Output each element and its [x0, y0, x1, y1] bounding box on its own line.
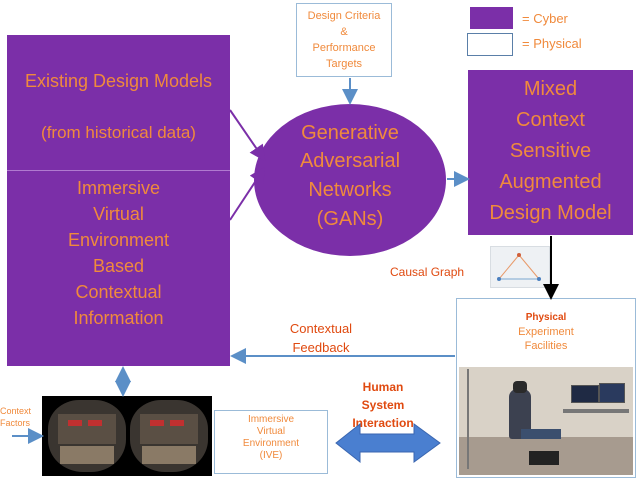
hsi-line2: System — [361, 398, 405, 412]
physical-line3: Facilities — [524, 340, 568, 352]
mixed-line3: Sensitive — [509, 140, 592, 162]
ive-context-line5: Contextual — [75, 282, 162, 302]
context-factors-label: Context Factors — [0, 405, 40, 429]
left-box-divider — [7, 170, 230, 171]
legend-physical-label: = Physical — [522, 36, 582, 51]
mixed-line1: Mixed — [523, 78, 578, 100]
contextual-feedback-line2: Feedback — [292, 340, 350, 355]
gan-line1: Generative — [301, 122, 399, 144]
ive-context-line4: Based — [92, 256, 145, 276]
ive-line4: (IVE) — [259, 450, 283, 461]
legend-physical-swatch — [467, 33, 513, 56]
monitor — [571, 385, 599, 403]
legend-cyber-label: = Cyber — [522, 11, 568, 26]
design-criteria-line1: Design Criteria — [307, 10, 381, 22]
desk — [563, 409, 629, 413]
ive-context-line6: Information — [73, 308, 164, 328]
mixed-line2: Context — [516, 109, 585, 131]
design-criteria-line4: Targets — [325, 58, 363, 70]
mixed-line5: Design Model — [489, 202, 612, 224]
design-criteria-line3: Performance — [312, 42, 376, 54]
gan-line2: Adversarial — [299, 150, 401, 172]
causal-graph-label: Causal Graph — [390, 265, 465, 279]
hsi-line1: Human — [362, 380, 404, 394]
ive-line3: Environment — [242, 438, 300, 449]
causal-graph-thumbnail — [490, 246, 550, 288]
iv-pole — [467, 369, 469, 469]
ive-context-line1: Immersive — [76, 178, 160, 198]
ive-context-line2: Virtual — [93, 204, 144, 224]
hsi-label: Human System Interaction — [340, 378, 426, 432]
causal-graph-icon — [497, 253, 541, 281]
ive-line1: Immersive — [247, 414, 295, 425]
existing-design-models-box: Existing Design Models (from historical … — [7, 35, 230, 366]
contextual-feedback-label: Contextual Feedback — [276, 319, 366, 357]
context-factors-line1: Context — [0, 406, 32, 416]
gan-line4: (GANs) — [316, 208, 384, 230]
lab-photo — [459, 367, 633, 475]
design-criteria-line2: & — [340, 26, 348, 38]
person-figure — [509, 389, 531, 439]
mixed-line4: Augmented — [499, 171, 602, 193]
vr-headset-view — [42, 396, 212, 476]
physical-facilities-box: Physical Experiment Facilities — [456, 298, 636, 478]
ive-line2: Virtual — [256, 426, 286, 437]
gan-line3: Networks — [308, 179, 392, 201]
hsi-double-arrow — [335, 422, 441, 464]
design-criteria-box: Design Criteria & Performance Targets — [296, 3, 392, 77]
legend-cyber-swatch — [470, 7, 513, 29]
physical-line2: Experiment — [518, 326, 574, 338]
historical-data-label: (from historical data) — [41, 123, 196, 142]
existing-design-models-label: Existing Design Models — [24, 71, 213, 91]
gan-ellipse: Generative Adversarial Networks (GANs) — [254, 104, 446, 256]
ive-context-line3: Environment — [67, 230, 170, 250]
context-factors-line2: Factors — [0, 418, 31, 428]
contextual-feedback-line1: Contextual — [289, 321, 353, 336]
physical-title: Physical — [525, 312, 567, 323]
ive-box: Immersive Virtual Environment (IVE) — [214, 410, 328, 474]
hsi-line3: Interaction — [352, 416, 414, 430]
models-to-gan-arrow — [229, 109, 266, 162]
mixed-design-model-box: Mixed Context Sensitive Augmented Design… — [468, 70, 633, 235]
ive-info-to-gan-arrow — [229, 166, 266, 221]
